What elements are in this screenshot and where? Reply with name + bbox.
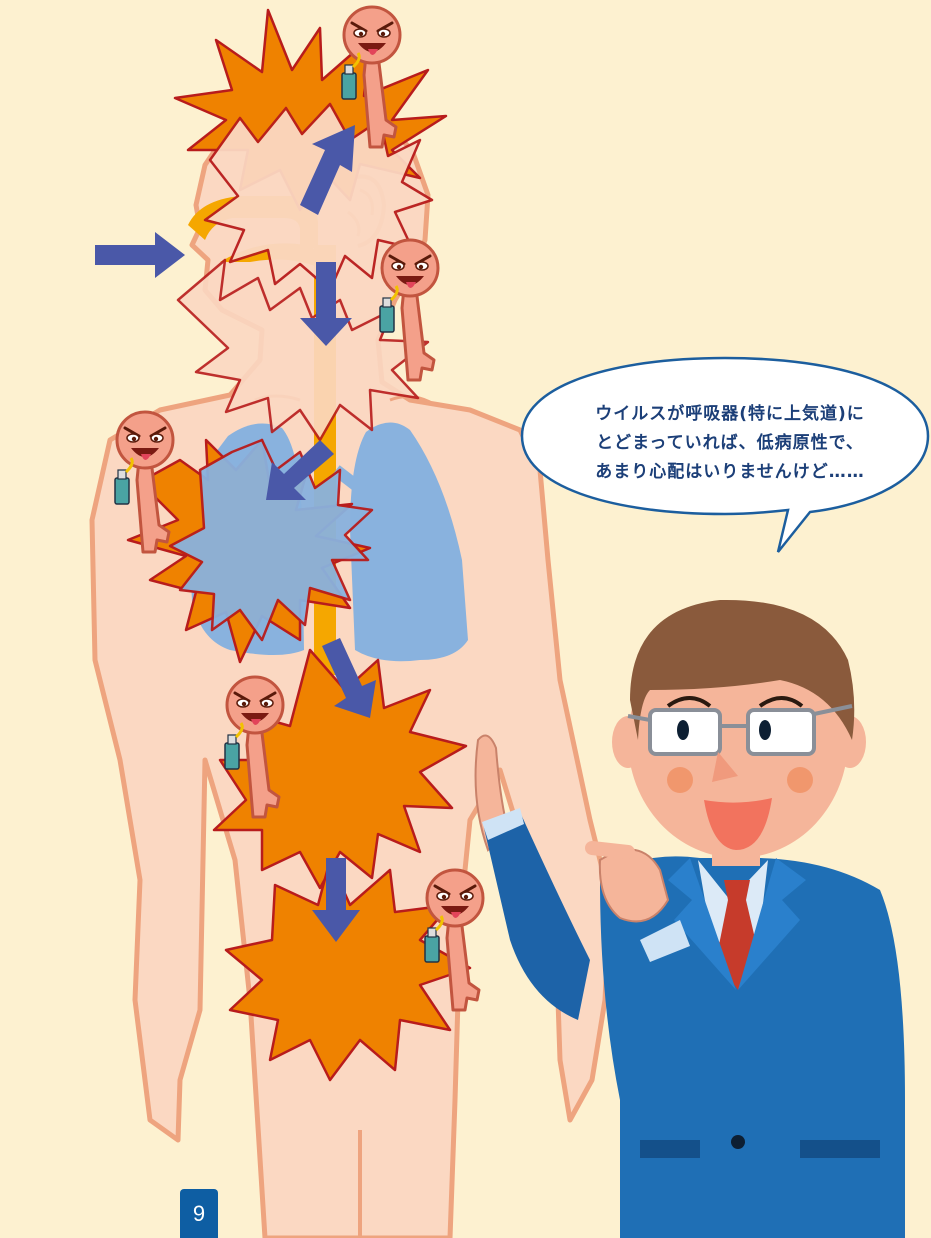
page-number: 9 [180, 1189, 218, 1238]
arrow-icon [95, 232, 185, 278]
speech-line: あまり心配はいりませんけど…… [540, 458, 920, 487]
speech-line: とどまっていれば、低病原性で、 [540, 429, 920, 458]
speech-bubble-text: ウイルスが呼吸器(特に上気道)に とどまっていれば、低病原性で、 あまり心配はい… [540, 400, 920, 487]
speech-line: ウイルスが呼吸器(特に上気道)に [540, 400, 920, 429]
